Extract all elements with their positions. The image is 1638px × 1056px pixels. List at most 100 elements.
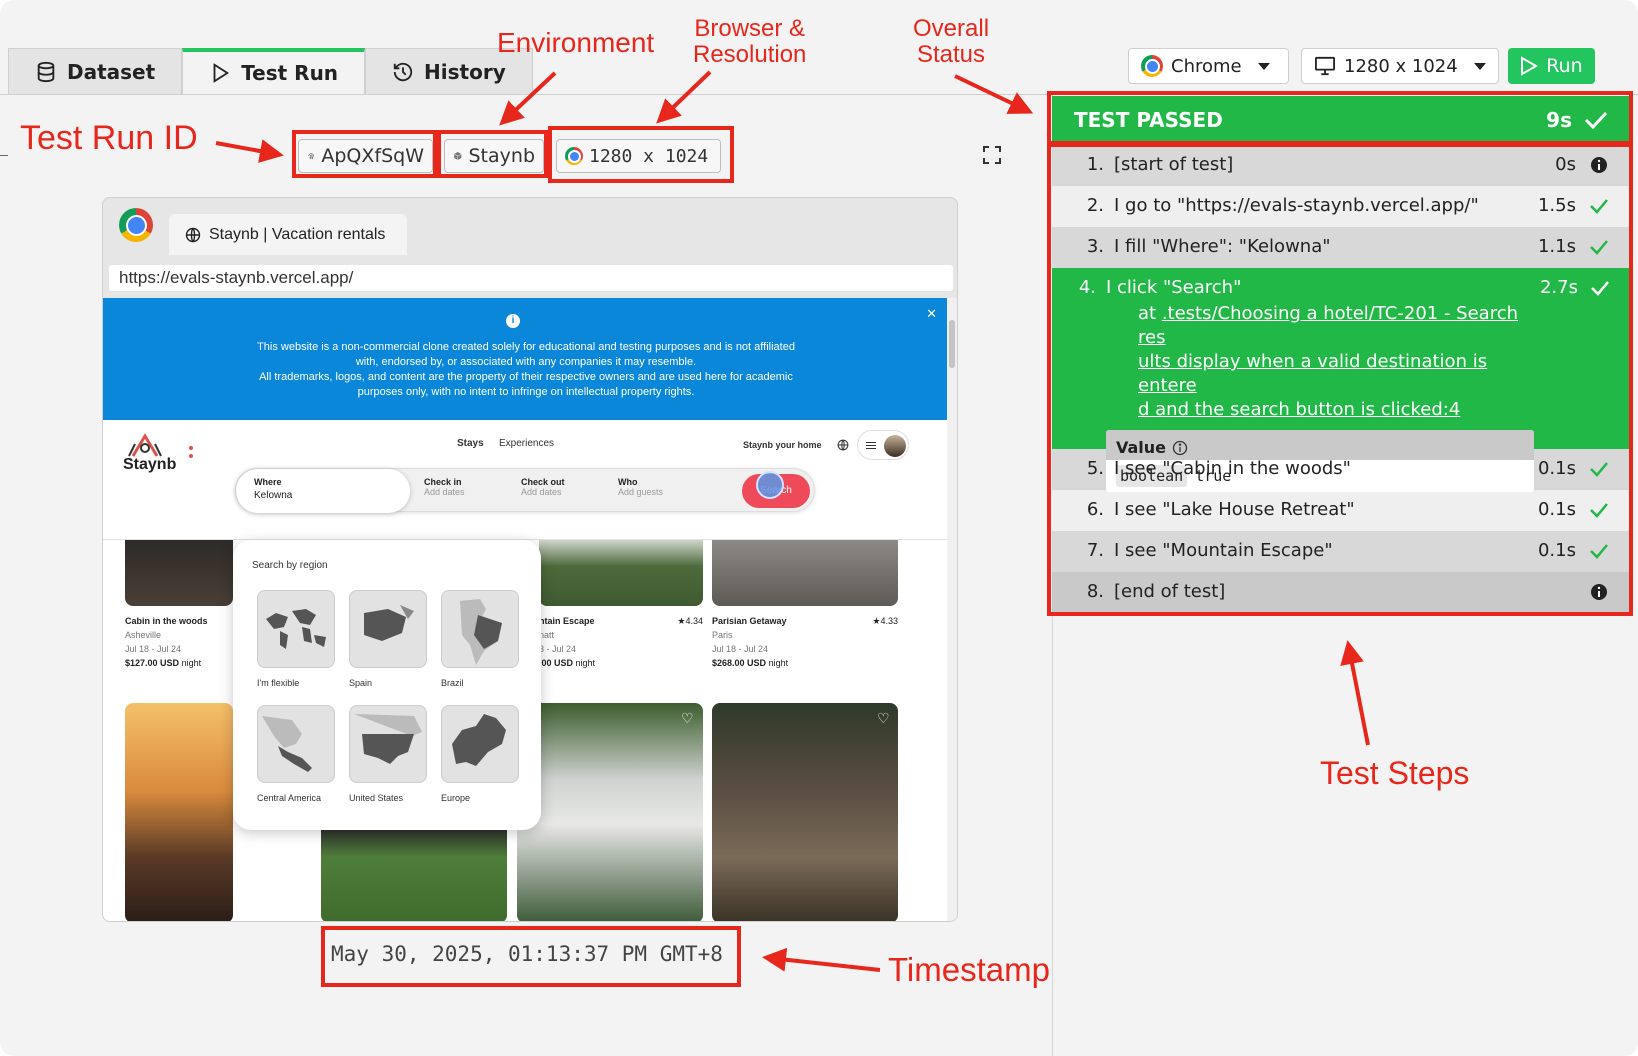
tab-history[interactable]: History (365, 48, 533, 94)
step-text: I see "Mountain Escape" (1114, 540, 1333, 561)
heart-icon[interactable]: ♡ (681, 710, 694, 726)
source-link[interactable]: d and the search button is clicked:4 (1138, 399, 1461, 420)
listing-price: $268.00 USD (712, 658, 767, 668)
fingerprint-icon (308, 153, 314, 160)
menu-icon (866, 442, 876, 443)
play-icon (1521, 56, 1539, 76)
value-header: Value (1106, 430, 1534, 460)
listing-photo[interactable] (712, 540, 898, 606)
check-icon (1590, 277, 1610, 299)
listing-price: .00 USD (539, 658, 574, 668)
step-number: 2. (1086, 195, 1104, 216)
region-option[interactable]: Spain (349, 590, 427, 688)
listing-photo[interactable] (712, 703, 898, 921)
nav-stays[interactable]: Stays (457, 438, 484, 449)
globe-icon[interactable] (837, 439, 849, 451)
logo-icon (128, 433, 162, 457)
status-duration: 9s (1546, 108, 1572, 132)
step-duration: 0.1s (1537, 499, 1576, 520)
value-label: Value (1116, 438, 1167, 457)
logo (123, 432, 167, 458)
listing-city: Paris (712, 630, 733, 640)
browser-select-value: Chrome (1171, 55, 1242, 77)
run-id-value: ApQXfSqW (321, 145, 424, 167)
info-icon (1172, 440, 1188, 455)
host-link[interactable]: Staynb your home (743, 440, 822, 450)
listing-card: ntain Escape★4.34 natt 3 - Jul 24 .00 US… (539, 614, 703, 670)
heart-icon[interactable]: ♡ (877, 710, 890, 726)
annotation-box (1047, 91, 1633, 145)
region-option[interactable]: I'm flexible (257, 590, 335, 688)
check-icon (1588, 195, 1610, 217)
tab-dataset[interactable]: Dataset (8, 48, 183, 94)
annotation-line: Status (916, 41, 986, 69)
tab-label: Dataset (67, 59, 156, 84)
test-step[interactable]: 3. I fill "Where": "Kelowna" 1.1s (1052, 227, 1632, 268)
listing-photo[interactable] (539, 540, 703, 606)
arrow (954, 74, 1034, 114)
step-text: I click "Search" (1106, 277, 1242, 298)
banner-line: with, endorsed by, or associated with an… (355, 356, 697, 368)
database-icon (37, 61, 55, 82)
environment-badge: Staynb (444, 139, 544, 173)
step-text: I see "Cabin in the woods" (1114, 458, 1351, 479)
test-step-expanded[interactable]: 4. I click "Search" at .tests/Choosing a… (1052, 268, 1632, 492)
region-option[interactable]: Central America (257, 705, 335, 803)
tab-test-run[interactable]: Test Run (182, 48, 366, 94)
chrome-icon (119, 208, 153, 242)
where-field[interactable]: Where Kelowna (236, 469, 410, 513)
overall-status-bar: TEST PASSED 9s (1052, 96, 1632, 144)
chevron-down-icon (1473, 62, 1486, 70)
scrollbar[interactable] (947, 298, 957, 921)
step-body: I click "Search" at .tests/Choosing a ho… (1106, 277, 1534, 492)
browser-select[interactable]: Chrome (1128, 48, 1289, 84)
listing-photo[interactable] (125, 540, 233, 606)
region-option[interactable]: Brazil (441, 590, 519, 688)
source-link[interactable]: .tests/Choosing a hotel/TC-201 - Search … (1138, 303, 1519, 348)
who-field[interactable]: Who Add guests (618, 477, 663, 497)
region-label: Spain (349, 678, 373, 688)
user-menu[interactable] (857, 430, 909, 460)
step-duration: 0s (1555, 154, 1576, 175)
region-label: Central America (257, 793, 322, 803)
checkin-value: Add dates (424, 487, 465, 497)
nav-experiences[interactable]: Experiences (499, 438, 555, 449)
step-duration: 2.7s (1539, 277, 1578, 298)
checkout-label: Check out (521, 477, 565, 487)
checkout-value: Add dates (521, 487, 562, 497)
expand-icon[interactable] (983, 146, 1001, 164)
run-button[interactable]: Run (1508, 48, 1595, 84)
region-option[interactable]: Europe (441, 705, 519, 803)
info-icon: i (506, 314, 520, 328)
step-number: 3. (1086, 236, 1104, 257)
step-text: [start of test] (1114, 154, 1234, 175)
preview-tab-title: Staynb | Vacation rentals (209, 225, 386, 243)
test-step[interactable]: 6. I see "Lake House Retreat" 0.1s (1052, 490, 1632, 531)
checkin-field[interactable]: Check in Add dates (424, 477, 465, 497)
test-step[interactable]: 8. [end of test] (1052, 572, 1632, 613)
step-duration: 1.5s (1537, 195, 1576, 216)
status-label: TEST PASSED (1074, 108, 1223, 132)
listing-price: $127.00 USD (125, 658, 180, 668)
checkout-field[interactable]: Check out Add dates (521, 477, 565, 497)
listing-title: Cabin in the woods (125, 616, 208, 626)
test-step[interactable]: 2. I go to "https://evals-staynb.vercel.… (1052, 186, 1632, 227)
test-step[interactable]: 7. I see "Mountain Escape" 0.1s (1052, 531, 1632, 572)
info-icon (1588, 581, 1610, 603)
resolution-select[interactable]: 1280 x 1024 (1301, 48, 1499, 84)
at-prefix: at (1138, 303, 1157, 324)
resolution-select-value: 1280 x 1024 (1344, 55, 1458, 77)
listing-rating: ★4.33 (872, 616, 898, 626)
listing-dates: 3 - Jul 24 (539, 644, 577, 654)
divider (0, 155, 8, 156)
region-option[interactable]: United States (349, 705, 427, 803)
banner-line: This website is a non-commercial clone c… (257, 341, 795, 353)
site-header: Staynb Stays Experiences Staynb your hom… (103, 420, 949, 540)
listing-card: Cabin in the woods Asheville Jul 18 - Ju… (125, 614, 208, 670)
arrow (656, 70, 712, 124)
chevron-down-icon (1257, 62, 1270, 70)
listing-photo[interactable] (125, 703, 233, 921)
test-step[interactable]: 1. [start of test] 0s (1052, 145, 1632, 186)
listing-photo[interactable] (517, 703, 703, 921)
source-link[interactable]: ults display when a valid destination is… (1138, 351, 1488, 396)
